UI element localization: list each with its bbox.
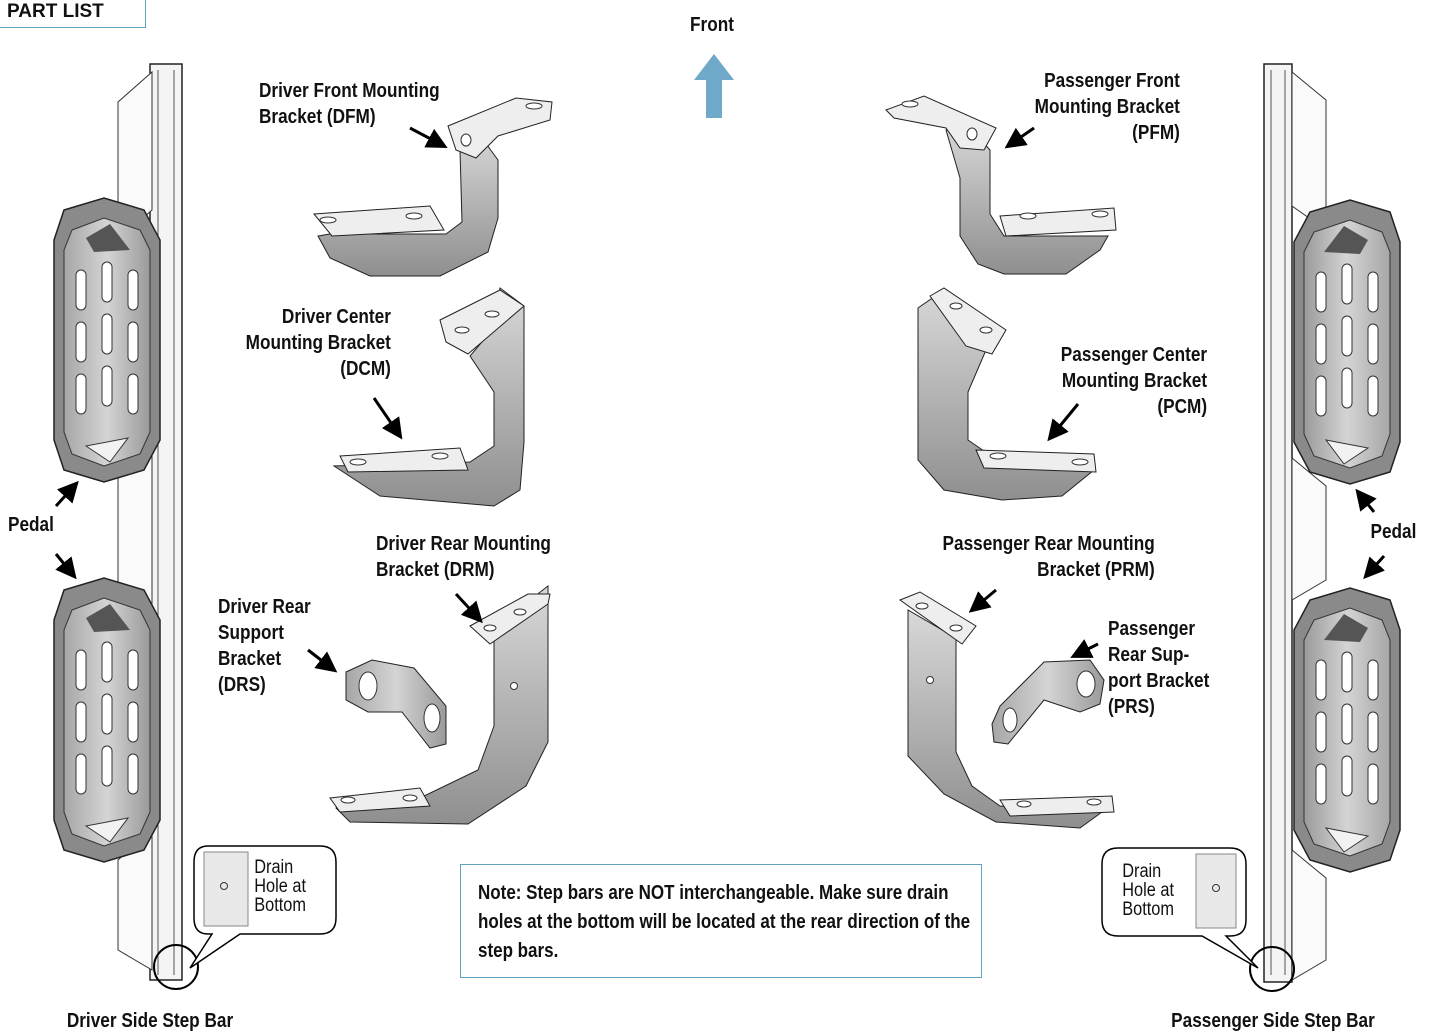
driver-bar-caption: Driver Side Step Bar [66,1010,234,1032]
driver-rear-mounting-bracket [329,584,551,825]
driver-step-bar [53,63,337,990]
passenger-center-mounting-bracket [917,287,1097,501]
drain-label-left: Drain Hole at Bottom [254,858,306,915]
label-dcm-line-1: Driver Center [282,306,391,328]
label-dfm-line-2: Bracket (DFM) [259,106,376,128]
label-prs-line-3: port Bracket [1108,670,1210,692]
label-pcm-line-1: Passenger Center [1060,344,1207,366]
driver-pedal-rear [53,577,161,863]
drain-right-line-3: Bottom [1122,899,1174,920]
pointer-arrows [54,126,1386,673]
label-prm: Passenger Rear Mounting Bracket (PRM) [943,531,1155,583]
drain-left-line-1: Drain [254,857,294,878]
passenger-rear-mounting-bracket [898,591,1115,829]
label-pedal-left: Pedal [8,514,54,536]
label-drs-line-3: Bracket [218,648,282,670]
drain-left-line-2: Hole at [254,876,306,897]
label-pedal-right: Pedal [1370,521,1416,543]
label-drs: Driver Rear Support Bracket (DRS) [218,594,311,698]
label-prs-line-2: Rear Sup- [1108,644,1190,666]
passenger-pedal-front [1293,199,1401,485]
passenger-drain-circle [1249,946,1295,992]
driver-front-mounting-bracket [313,97,553,277]
label-drs-line-2: Support [218,622,284,644]
label-pfm-line-1: Passenger Front [1044,70,1180,92]
label-dfm: Driver Front Mounting Bracket (DFM) [259,78,440,130]
drain-label-right: Drain Hole at Bottom [1122,862,1174,919]
driver-pedal-front [53,197,161,483]
label-pcm: Passenger Center Mounting Bracket (PCM) [1061,342,1207,420]
label-drm-line-2: Bracket (DRM) [376,559,495,581]
label-prs-line-1: Passenger [1108,618,1196,640]
label-prs: Passenger Rear Sup- port Bracket (PRS) [1108,616,1209,720]
part-list-label: PART LIST [7,1,104,22]
passenger-bar-caption: Passenger Side Step Bar [1171,1010,1375,1032]
label-drm-line-1: Driver Rear Mounting [376,533,551,555]
driver-center-mounting-bracket [332,287,525,507]
label-prm-line-1: Passenger Rear Mounting [942,533,1155,555]
passenger-pedal-rear [1293,587,1401,873]
front-arrow [694,54,734,118]
label-drs-line-1: Driver Rear [218,596,311,618]
part-list-tag: PART LIST [0,0,146,28]
label-pfm-line-3: (PFM) [1132,122,1180,144]
label-drs-line-4: (DRS) [218,674,266,696]
label-dfm-line-1: Driver Front Mounting [259,80,440,102]
label-dcm-line-2: Mounting Bracket [245,332,391,354]
driver-rear-support-bracket [345,659,447,749]
passenger-rear-support-bracket [991,659,1105,745]
label-prs-line-4: (PRS) [1108,696,1155,718]
label-pcm-line-3: (PCM) [1157,396,1207,418]
note-box: Note: Step bars are NOT interchangeable.… [460,864,982,978]
drain-left-line-3: Bottom [254,895,306,916]
label-pfm-line-2: Mounting Bracket [1034,96,1180,118]
label-prm-line-2: Bracket (PRM) [1037,559,1155,581]
label-dcm-line-3: (DCM) [340,358,391,380]
drain-right-line-2: Hole at [1122,880,1174,901]
label-drm: Driver Rear Mounting Bracket (DRM) [376,531,551,583]
label-pfm: Passenger Front Mounting Bracket (PFM) [1035,68,1180,146]
label-pcm-line-2: Mounting Bracket [1061,370,1207,392]
front-label: Front [690,14,734,36]
label-dcm: Driver Center Mounting Bracket (DCM) [246,304,391,382]
note-text: Note: Step bars are NOT interchangeable.… [478,882,971,962]
passenger-step-bar [1101,63,1401,992]
passenger-front-mounting-bracket [885,95,1117,275]
drain-right-line-1: Drain [1122,861,1162,882]
driver-drain-circle [153,944,199,990]
